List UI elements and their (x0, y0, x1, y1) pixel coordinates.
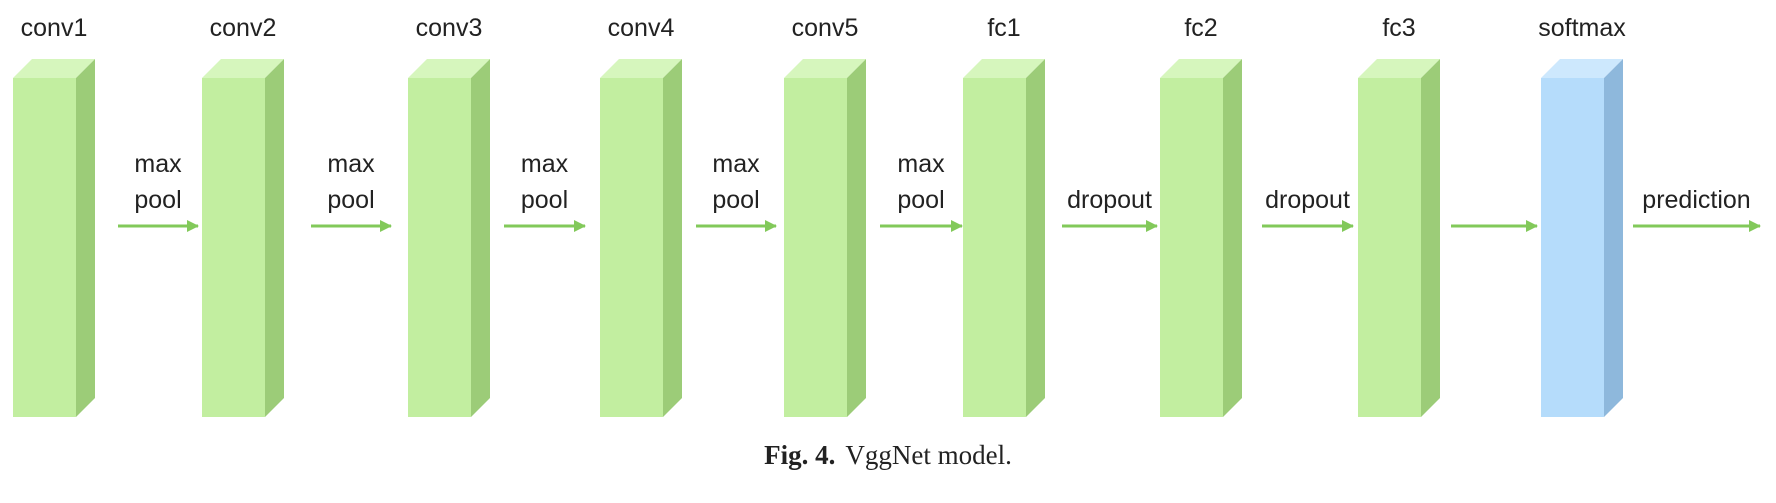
layer-block-front (13, 78, 76, 417)
caption-text: VggNet model. (845, 440, 1012, 470)
layer-label: conv3 (416, 14, 483, 42)
layer-block-side (1223, 59, 1242, 417)
layer-fc2: fc2 (1160, 14, 1242, 417)
layer-block-front (408, 78, 471, 417)
layer-block-top (1160, 59, 1242, 78)
edge-9: prediction (1633, 186, 1761, 232)
layer-label: softmax (1538, 14, 1626, 42)
layer-fc3: fc3 (1358, 14, 1440, 417)
edge-label-line2: pool (327, 186, 374, 214)
layer-conv4: conv4 (600, 14, 682, 417)
layer-block-top (202, 59, 284, 78)
edge-label-line2: pool (897, 186, 944, 214)
edge-label-line1: max (327, 150, 375, 178)
layer-block-front (1541, 78, 1604, 417)
edge-1: max pool (118, 150, 199, 232)
layers: conv1 conv2 conv3 conv4 conv5 fc1 fc2 fc3 softma… (13, 14, 1626, 417)
layer-conv3: conv3 (408, 14, 490, 417)
layer-conv1: conv1 (13, 14, 95, 417)
layer-block-top (1541, 59, 1623, 78)
edge-label-line1: max (134, 150, 182, 178)
edge-label-line2: pool (712, 186, 759, 214)
edge-5: max pool (880, 150, 963, 232)
layer-block-top (600, 59, 682, 78)
layer-block-side (663, 59, 682, 417)
layer-conv5: conv5 (784, 14, 866, 417)
caption-number: Fig. 4. (764, 440, 836, 470)
layer-label: conv4 (608, 14, 675, 42)
layer-block-side (265, 59, 284, 417)
edge-label-line1: max (521, 150, 569, 178)
layer-block-front (963, 78, 1026, 417)
layer-block-front (202, 78, 265, 417)
layer-block-side (847, 59, 866, 417)
layer-block-side (1604, 59, 1623, 417)
layer-block-top (784, 59, 866, 78)
figure-caption: Fig. 4. VggNet model. (0, 440, 1776, 471)
layer-block-top (1358, 59, 1440, 78)
edge-label-line1: max (712, 150, 760, 178)
layer-softmax: softmax (1538, 14, 1626, 417)
edge-3: max pool (504, 150, 586, 232)
edge-label-line2: dropout (1067, 186, 1152, 214)
edge-label-line2: prediction (1642, 186, 1750, 214)
layer-label: fc1 (987, 14, 1020, 42)
layer-block-side (1026, 59, 1045, 417)
edge-label-line2: pool (521, 186, 568, 214)
edge-4: max pool (696, 150, 777, 232)
edge-6: dropout (1062, 186, 1158, 232)
edges: max pool max pool max pool max pool max pool dropo… (118, 150, 1761, 232)
layer-block-front (1358, 78, 1421, 417)
layer-block-top (13, 59, 95, 78)
layer-label: conv2 (210, 14, 277, 42)
edge-label-line2: dropout (1265, 186, 1350, 214)
layer-label: fc2 (1184, 14, 1217, 42)
layer-block-front (784, 78, 847, 417)
edge-7: dropout (1262, 186, 1354, 232)
layer-label: fc3 (1382, 14, 1415, 42)
edge-label-line1: max (897, 150, 945, 178)
layer-block-side (471, 59, 490, 417)
edge-label-line2: pool (134, 186, 181, 214)
layer-block-front (1160, 78, 1223, 417)
layer-block-top (408, 59, 490, 78)
edge-2: max pool (311, 150, 392, 232)
layer-block-top (963, 59, 1045, 78)
layer-label: conv1 (21, 14, 88, 42)
layer-block-side (76, 59, 95, 417)
layer-fc1: fc1 (963, 14, 1045, 417)
layer-block-side (1421, 59, 1440, 417)
layer-label: conv5 (792, 14, 859, 42)
layer-conv2: conv2 (202, 14, 284, 417)
layer-block-front (600, 78, 663, 417)
